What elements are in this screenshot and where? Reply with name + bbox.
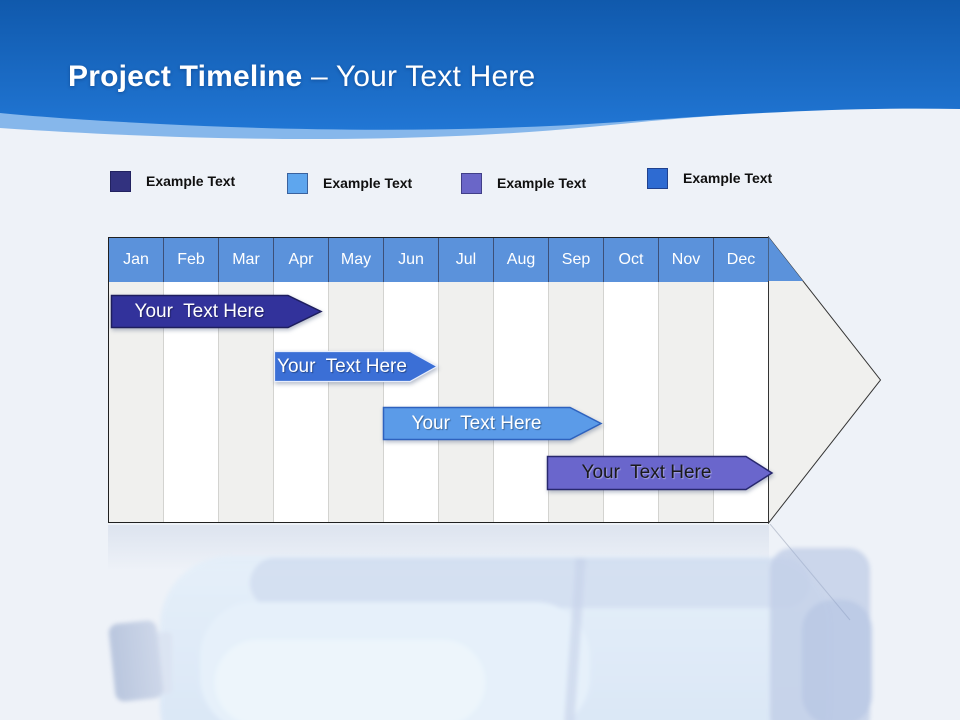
arrowhead-reflection-line bbox=[769, 524, 851, 621]
timeline-arrowhead bbox=[768, 236, 882, 524]
wave-main-shape bbox=[0, 0, 960, 130]
page-title: Project Timeline – Your Text Here bbox=[68, 60, 535, 94]
task-bar: Your Text Here bbox=[273, 350, 439, 383]
bottle-cap bbox=[108, 619, 164, 703]
water-bottle-watermark bbox=[0, 540, 960, 720]
grid-column bbox=[439, 282, 494, 522]
legend-item: Example Text bbox=[461, 172, 586, 194]
task-bar-label: Your Text Here bbox=[411, 412, 542, 434]
legend-label: Example Text bbox=[683, 170, 773, 186]
month-cell: Dec bbox=[714, 238, 768, 282]
task-bar-label: Your Text Here bbox=[581, 462, 712, 483]
legend-label: Example Text bbox=[497, 175, 587, 191]
legend-item: Example Text bbox=[287, 172, 412, 194]
task-bar: Your Text Here bbox=[546, 455, 774, 491]
month-cell: Jun bbox=[384, 238, 439, 282]
legend-label: Example Text bbox=[146, 173, 236, 189]
legend-item: Example Text bbox=[110, 170, 235, 192]
task-bar-shape bbox=[546, 455, 774, 491]
legend-swatch bbox=[287, 172, 308, 194]
header-wave-background bbox=[0, 0, 960, 140]
legend-swatch bbox=[647, 167, 668, 189]
grid-column bbox=[384, 282, 439, 522]
task-bar-label: Your Text Here bbox=[277, 355, 407, 377]
bottle-highlight bbox=[215, 640, 485, 720]
month-cell: Sep bbox=[549, 238, 604, 282]
month-cell: Feb bbox=[164, 238, 219, 282]
legend-label: Example Text bbox=[323, 175, 413, 191]
task-bar-shape bbox=[382, 406, 603, 441]
month-cell: Aug bbox=[494, 238, 549, 282]
page-title-bold: Project Timeline bbox=[68, 60, 303, 93]
bottle-inner-highlight bbox=[200, 602, 590, 720]
month-cell: Mar bbox=[219, 238, 274, 282]
legend-swatch bbox=[110, 170, 131, 192]
timeline-month-header-row: Jan Feb Mar Apr May Jun Jul Aug Sep Oct … bbox=[109, 238, 768, 282]
month-cell: Jan bbox=[109, 238, 164, 282]
task-bar: Your Text Here bbox=[382, 406, 603, 441]
grid-column bbox=[329, 282, 384, 522]
grid-column bbox=[494, 282, 549, 522]
page-title-regular: – Your Text Here bbox=[302, 60, 536, 93]
task-bar-shape bbox=[110, 294, 323, 329]
month-cell: Oct bbox=[604, 238, 659, 282]
bottle-base-shadow bbox=[802, 600, 872, 720]
timeline-arrowhead-header-band bbox=[768, 237, 803, 281]
task-bar: Your Text Here bbox=[110, 294, 323, 329]
legend-item: Example Text bbox=[647, 167, 772, 189]
task-bar-shape bbox=[273, 350, 439, 383]
month-cell: Nov bbox=[659, 238, 714, 282]
bottle-shading bbox=[250, 558, 810, 608]
month-cell: May bbox=[329, 238, 384, 282]
month-cell: Jul bbox=[439, 238, 494, 282]
bottle-base bbox=[770, 548, 870, 720]
month-cell: Apr bbox=[274, 238, 329, 282]
task-bar-label: Your Text Here bbox=[134, 300, 265, 322]
legend-swatch bbox=[461, 172, 482, 194]
